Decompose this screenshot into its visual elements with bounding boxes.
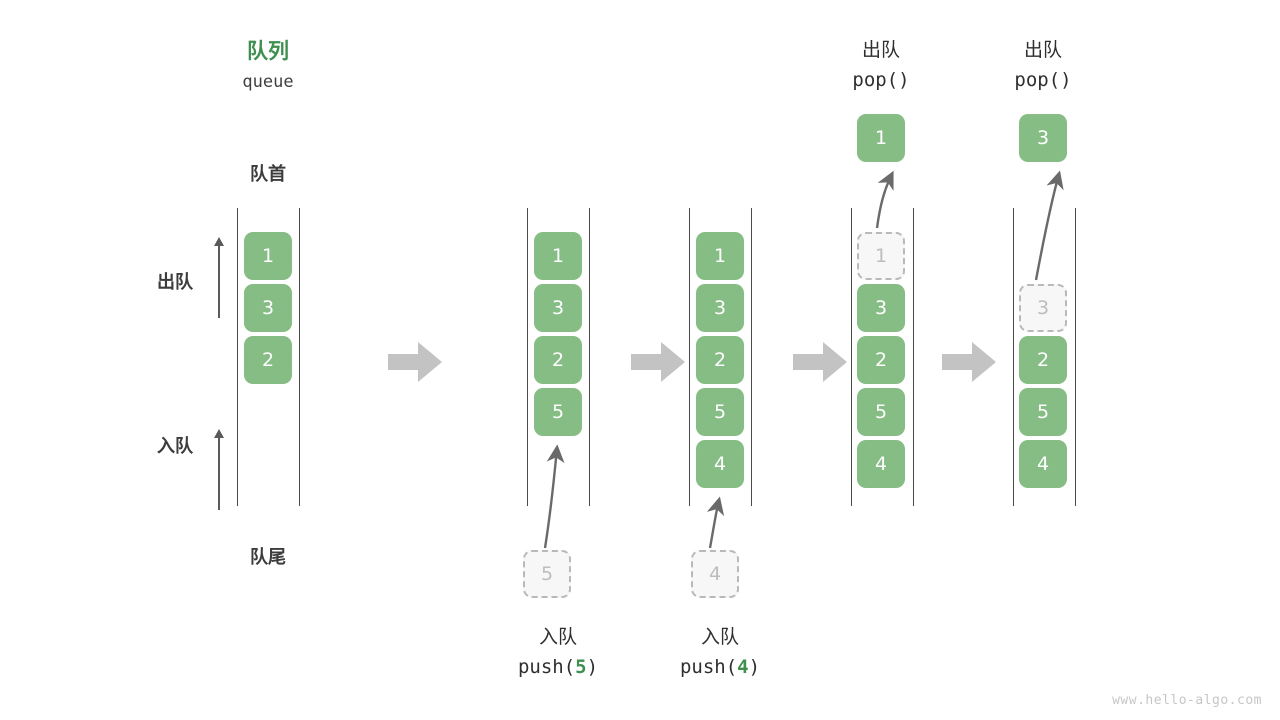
push-caption-code: push(5) [478,656,638,678]
watermark: www.hello-algo.com [1112,693,1262,708]
enqueue-arrow-shaft [218,437,220,510]
queue-rail-left [237,208,238,506]
enqueue-arrow-head-icon [214,429,224,438]
pop-caption-code: pop() [1014,69,1072,91]
queue-cell[interactable]: 4 [857,440,905,488]
queue-cell[interactable]: 5 [534,388,582,436]
queue-rail-right [299,208,300,506]
queue-cell[interactable]: 3 [244,284,292,332]
push-code-suffix: ) [586,656,599,678]
queue-cell[interactable]: 3 [534,284,582,332]
queue-rail-left [1013,208,1014,506]
queue-cell[interactable]: 3 [857,284,905,332]
queue-cell[interactable]: 5 [696,388,744,436]
push-code-prefix: push( [517,656,576,678]
queue-title-cn: 队列 [247,40,289,63]
push-code-arg: 5 [575,656,587,678]
popped-value[interactable]: 3 [1019,114,1067,162]
queue-cell[interactable]: 4 [696,440,744,488]
queue-cell[interactable]: 2 [696,336,744,384]
dequeue-arrow-head-icon [214,237,224,246]
rear-label: 队尾 [250,547,286,567]
push-code-prefix: push( [679,656,738,678]
push-code-suffix: ) [748,656,761,678]
queue-rail-left [689,208,690,506]
queue-cell[interactable]: 5 [857,388,905,436]
enqueue-direction-label: 入队 [157,436,193,456]
dequeue-direction-label: 出队 [157,272,193,292]
queue-rail-left [527,208,528,506]
pop-caption-cn: 出队 [1023,40,1062,61]
queue-cell[interactable]: 1 [244,232,292,280]
queue-cell[interactable]: 5 [1019,388,1067,436]
pending-push-value[interactable]: 4 [691,550,739,598]
queue-cell[interactable]: 4 [1019,440,1067,488]
queue-cell[interactable]: 2 [534,336,582,384]
front-label: 队首 [250,164,286,184]
popped-value[interactable]: 1 [857,114,905,162]
queue-cell[interactable]: 1 [534,232,582,280]
transition-arrow-icon [942,342,996,382]
queue-cell[interactable]: 2 [244,336,292,384]
transition-arrow-icon [631,342,685,382]
pop-caption-code: pop() [852,69,910,91]
queue-cell-removed[interactable]: 1 [857,232,905,280]
push-code-arg: 4 [737,656,749,678]
push-caption-cn: 入队 [700,627,739,648]
push-caption-cn: 入队 [538,627,577,648]
queue-cell[interactable]: 2 [1019,336,1067,384]
pending-push-value[interactable]: 5 [523,550,571,598]
queue-title-en: queue [242,72,294,92]
queue-rail-right [1075,208,1076,506]
queue-rail-left [851,208,852,506]
pop-caption-cn: 出队 [861,40,900,61]
queue-rail-right [589,208,590,506]
queue-cell[interactable]: 3 [696,284,744,332]
queue-cell-removed[interactable]: 3 [1019,284,1067,332]
dequeue-arrow-shaft [218,245,220,318]
push-caption-code: push(4) [640,656,800,678]
queue-cell[interactable]: 1 [696,232,744,280]
transition-arrow-icon [793,342,847,382]
queue-rail-right [751,208,752,506]
queue-cell[interactable]: 2 [857,336,905,384]
queue-rail-right [913,208,914,506]
transition-arrow-icon [388,342,442,382]
